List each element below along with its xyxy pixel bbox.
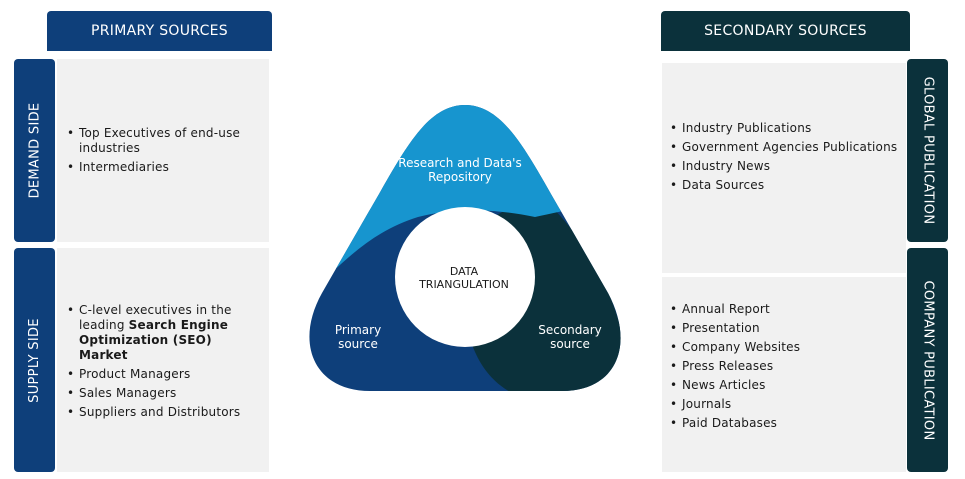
list-item: News Articles (670, 378, 906, 393)
supply-side-list: C-level executives in the leading Search… (67, 303, 257, 424)
list-item: Journals (670, 397, 906, 412)
supply-side-label: SUPPLY SIDE (14, 248, 55, 472)
list-item: Suppliers and Distributors (67, 405, 257, 420)
list-item: Data Sources (670, 178, 906, 193)
demand-side-label: DEMAND SIDE (14, 59, 55, 242)
list-item: Product Managers (67, 367, 257, 382)
list-item: Presentation (670, 321, 906, 336)
list-item: C-level executives in the leading Search… (67, 303, 257, 363)
company-publication-box: Annual Report Presentation Company Websi… (662, 277, 906, 472)
left-segment-label-line2: source (338, 337, 378, 351)
list-item: Industry News (670, 159, 906, 174)
demand-side-list: Top Executives of end-use industries Int… (67, 126, 262, 179)
list-item: Company Websites (670, 340, 906, 355)
demand-side-box: Top Executives of end-use industries Int… (57, 59, 269, 242)
global-publication-label: GLOBAL PUBLICATION (907, 59, 948, 242)
global-publication-box: Industry Publications Government Agencie… (662, 63, 906, 273)
left-segment-label-line1: Primary (335, 323, 381, 337)
secondary-sources-title: SECONDARY SOURCES (704, 23, 867, 39)
list-item: Paid Databases (670, 416, 906, 431)
list-item: Industry Publications (670, 121, 906, 136)
center-label-line1: DATA (450, 265, 479, 278)
primary-sources-title: PRIMARY SOURCES (91, 23, 228, 39)
list-item: Intermediaries (67, 160, 262, 175)
list-item: Annual Report (670, 302, 906, 317)
secondary-sources-header: SECONDARY SOURCES (661, 11, 910, 51)
list-item: Government Agencies Publications (670, 140, 906, 155)
company-publication-list: Annual Report Presentation Company Websi… (670, 302, 906, 435)
list-item: Sales Managers (67, 386, 257, 401)
top-segment-label-line2: Repository (428, 170, 492, 184)
market-name: Search Engine Optimization (SEO) Market (79, 318, 229, 362)
list-item: Top Executives of end-use industries (67, 126, 262, 156)
right-segment-label-line2: source (550, 337, 590, 351)
company-publication-label: COMPANY PUBLICATION (907, 248, 948, 472)
data-triangulation-diagram: Research and Data's Repository Primary s… (309, 105, 621, 391)
center-circle (395, 207, 535, 347)
supply-side-box: C-level executives in the leading Search… (57, 248, 269, 472)
top-segment-label-line1: Research and Data's (398, 156, 521, 170)
primary-sources-header: PRIMARY SOURCES (47, 11, 272, 51)
global-publication-list: Industry Publications Government Agencie… (670, 121, 906, 197)
center-label-line2: TRIANGULATION (418, 278, 509, 291)
list-item: Press Releases (670, 359, 906, 374)
right-segment-label-line1: Secondary (538, 323, 602, 337)
